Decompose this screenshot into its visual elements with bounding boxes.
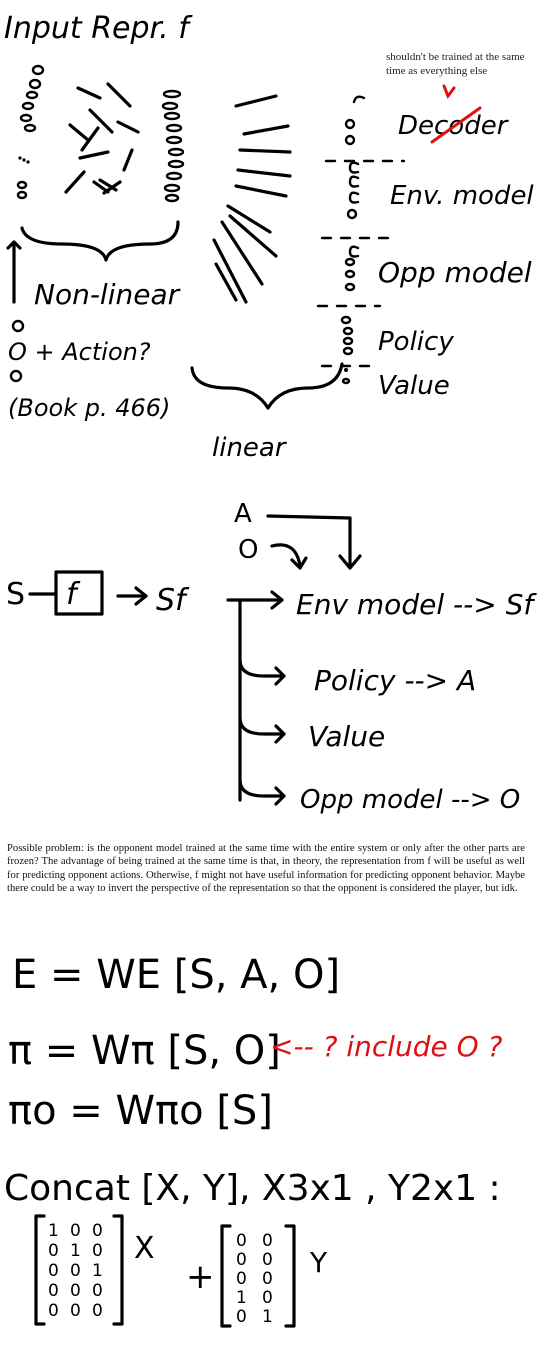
input-note-book: (Book p. 466) — [8, 394, 170, 422]
decoder-training-note: shouldn't be trained at the same time as… — [386, 51, 525, 77]
output-layer-nodes — [340, 95, 366, 385]
o-label: O — [238, 535, 258, 565]
matrix1-cell: 0 — [92, 1221, 103, 1241]
branch-value: Value — [308, 720, 385, 753]
matrix2-cell: 0 — [236, 1269, 247, 1289]
nonlinear-connections — [64, 82, 140, 195]
policy-branch-arrow-icon — [238, 658, 286, 686]
matrix1-cell: 0 — [92, 1301, 103, 1321]
include-o-note: <-- ? include O ? — [270, 1030, 503, 1063]
x-operand-label: X — [134, 1231, 155, 1266]
matrix2-cell: 0 — [262, 1231, 273, 1251]
matrix1-left-bracket — [34, 1214, 46, 1326]
opp-branch-arrow-icon — [238, 778, 286, 806]
decoder-strikeout — [430, 106, 482, 144]
a-arrow — [266, 514, 352, 568]
matrix1-cell: 1 — [70, 1241, 81, 1261]
matrix1-cell: 0 — [48, 1301, 59, 1321]
f-output-arrow-icon — [116, 586, 148, 606]
value-branch-arrow-icon — [238, 716, 286, 744]
matrix2-cell: 0 — [236, 1231, 247, 1251]
matrix1-cell: 1 — [92, 1261, 103, 1281]
branch-opp-model: Opp model --> O — [300, 785, 520, 815]
opponent-model-paragraph: Possible problem: is the opponent model … — [7, 843, 525, 894]
matrix1-cell: 0 — [48, 1281, 59, 1301]
a-arrowhead-icon — [338, 554, 362, 570]
policy-label: Policy — [378, 327, 454, 357]
up-arrow-icon — [6, 240, 22, 250]
value-label: Value — [378, 371, 450, 401]
linear-connections — [212, 94, 292, 304]
y-operand-label: Y — [309, 1246, 328, 1279]
input-repr-title: Input Repr. f — [4, 11, 193, 46]
matrix1-right-bracket — [112, 1214, 124, 1326]
linear-label: linear — [212, 433, 288, 463]
equation-policy: π = Wπ [S, O] — [8, 1028, 281, 1074]
matrix1-cell: 0 — [48, 1261, 59, 1281]
equation-env-model: E = WE [S, A, O] — [12, 952, 340, 998]
matrix1-cell: 1 — [48, 1221, 59, 1241]
matrix1-cell: 0 — [92, 1281, 103, 1301]
matrix2-cell: 0 — [262, 1269, 273, 1289]
matrix1-cell: 0 — [92, 1241, 103, 1261]
hidden-layer-nodes — [161, 89, 185, 203]
input-o-node — [11, 319, 25, 333]
decoder-arrow-icon — [442, 84, 456, 100]
o-arrow — [270, 543, 302, 568]
equations: E = WE [S, A, O] π = Wπ [S, O] <-- ? inc… — [8, 952, 503, 1134]
matrix1-cell: 0 — [48, 1241, 59, 1261]
matrix2-cell: 1 — [236, 1288, 247, 1308]
input-s-label: S — [6, 577, 25, 612]
matrix1-cell: 0 — [70, 1221, 81, 1241]
matrix2-cell: 0 — [236, 1307, 247, 1327]
matrix2-cell: 1 — [262, 1307, 273, 1327]
input-o-node-2 — [9, 369, 23, 383]
matrix2-cell: 0 — [262, 1288, 273, 1308]
branch-env-model: Env model --> Sf — [296, 588, 537, 621]
plus-sign: + — [186, 1257, 215, 1297]
matrix1-cell: 0 — [70, 1281, 81, 1301]
opp-model-label: Opp model — [378, 256, 532, 289]
output-group-separators — [316, 159, 406, 368]
f-module-label: f — [66, 577, 81, 612]
matrix2-cell: 0 — [262, 1250, 273, 1270]
o-arrowhead-icon — [290, 556, 308, 570]
input-layer-nodes — [16, 64, 45, 200]
matrix2-cell: 0 — [236, 1250, 247, 1270]
network-sketch: Input Repr. f — [4, 11, 534, 463]
equation-opp-policy: πo = Wπo [S] — [8, 1088, 273, 1134]
concat-header: Concat [X, Y], X3x1 , Y2x1 : — [4, 1168, 501, 1209]
env-branch-arrow-icon — [226, 590, 284, 610]
f-module-box — [54, 570, 104, 616]
env-model-label: Env. model — [390, 181, 534, 211]
flow-sketch: A O S f Sf Env model --> Sf Policy --> A… — [6, 499, 537, 815]
input-note-action: O + Action? — [8, 338, 151, 366]
matrix2-left-bracket — [220, 1224, 232, 1328]
nonlinear-brace — [20, 220, 180, 262]
linear-brace — [190, 362, 344, 410]
sf-label: Sf — [156, 583, 190, 618]
a-label: A — [234, 499, 252, 529]
matrix1-cell: 0 — [70, 1261, 81, 1281]
branch-policy: Policy --> A — [314, 664, 476, 697]
matrix2-right-bracket — [284, 1224, 296, 1328]
matrix1-cell: 0 — [70, 1301, 81, 1321]
nonlinear-label: Non-linear — [34, 278, 181, 311]
